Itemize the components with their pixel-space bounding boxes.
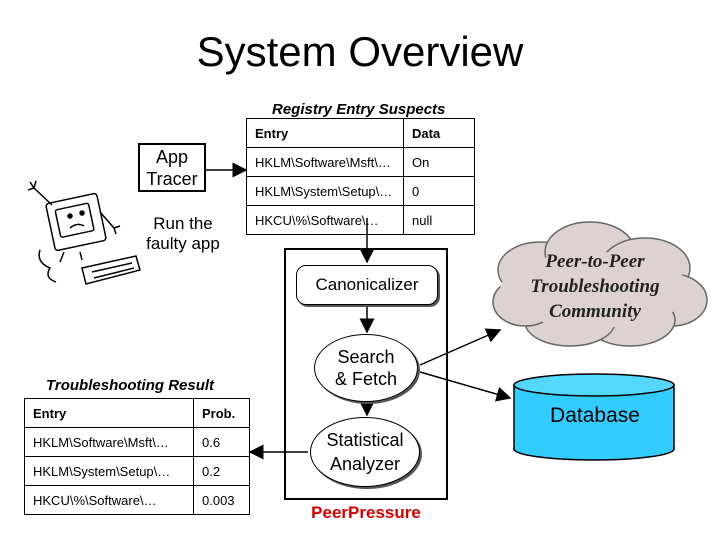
- run-faulty-app-label: Run the faulty app: [138, 214, 228, 254]
- app-tracer-line2: Tracer: [146, 168, 198, 189]
- arrow-search-to-db: [419, 371, 512, 402]
- table-row: HKCU\%\Software\… 0.003: [24, 485, 250, 515]
- registry-entry: HKLM\System\Setup\…: [246, 176, 404, 206]
- registry-data: 0: [403, 176, 475, 206]
- statistical-line2: Analyzer: [329, 454, 401, 474]
- result-header-row: Entry Prob.: [24, 398, 250, 428]
- peerpressure-label: PeerPressure: [311, 503, 421, 522]
- result-header-prob: Prob.: [193, 398, 250, 428]
- community-label: Peer-to-Peer Troubleshooting Community: [500, 249, 690, 324]
- search-fetch-line2: & Fetch: [334, 369, 398, 389]
- peerpressure-frame: [284, 248, 448, 500]
- registry-data: null: [403, 205, 475, 235]
- registry-header-data: Data: [403, 118, 475, 148]
- statistical-line1: Statistical: [326, 430, 404, 450]
- table-row: HKLM\Software\Msft\… 0.6: [24, 427, 250, 457]
- table-row: HKCU\%\Software\… null: [246, 205, 475, 235]
- registry-table: Entry Data HKLM\Software\Msft\… On HKLM\…: [246, 118, 475, 235]
- run-label-line1: Run the: [153, 214, 213, 233]
- registry-caption: Registry Entry Suspects: [272, 101, 446, 118]
- search-fetch-line1: Search: [337, 347, 395, 367]
- result-caption: Troubleshooting Result: [46, 377, 215, 394]
- run-label-line2: faulty app: [146, 234, 220, 253]
- slide-title: System Overview: [196, 28, 524, 75]
- canonicalizer-box: Canonicalizer: [296, 265, 438, 305]
- cloud-core: [500, 252, 690, 328]
- result-header-entry: Entry: [24, 398, 194, 428]
- registry-entry: HKCU\%\Software\…: [246, 205, 404, 235]
- result-entry: HKLM\System\Setup\…: [24, 456, 194, 486]
- database-label: Database: [550, 404, 640, 427]
- registry-header-row: Entry Data: [246, 118, 475, 148]
- result-entry: HKCU\%\Software\…: [24, 485, 194, 515]
- result-prob: 0.003: [193, 485, 250, 515]
- result-prob: 0.2: [193, 456, 250, 486]
- statistical-analyzer-node: Statistical Analyzer: [310, 417, 420, 487]
- app-tracer-box: App Tracer: [138, 143, 206, 192]
- app-tracer-line1: App: [155, 146, 189, 167]
- community-line2: Troubleshooting: [530, 276, 660, 297]
- result-table: Entry Prob. HKLM\Software\Msft\… 0.6 HKL…: [24, 398, 250, 515]
- registry-entry: HKLM\Software\Msft\…: [246, 147, 404, 177]
- arrow-search-to-cloud: [419, 328, 502, 366]
- community-line3: Community: [549, 301, 641, 322]
- result-prob: 0.6: [193, 427, 250, 457]
- search-fetch-node: Search & Fetch: [314, 334, 418, 402]
- community-line1: Peer-to-Peer: [545, 251, 645, 272]
- table-row: HKLM\System\Setup\… 0.2: [24, 456, 250, 486]
- table-row: HKLM\Software\Msft\… On: [246, 147, 475, 177]
- registry-header-entry: Entry: [246, 118, 404, 148]
- faulty-computer-icon: [27, 180, 141, 285]
- registry-data: On: [403, 147, 475, 177]
- table-row: HKLM\System\Setup\… 0: [246, 176, 475, 206]
- database-cylinder: [513, 373, 675, 461]
- result-entry: HKLM\Software\Msft\…: [24, 427, 194, 457]
